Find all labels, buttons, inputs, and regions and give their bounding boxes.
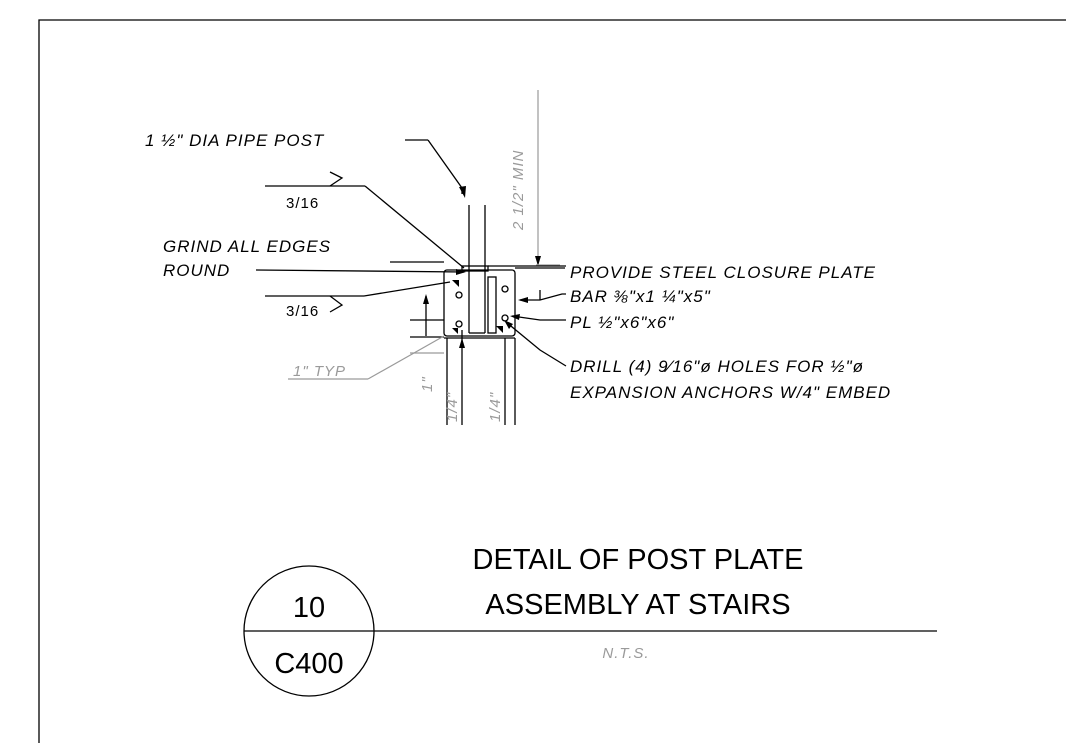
callout-pipe-post: 1 ½" DIA PIPE POST xyxy=(145,131,325,150)
dim-one-inch: 1" xyxy=(419,376,436,392)
sheet-border xyxy=(38,19,1066,743)
dim-min-embed: 2 1/2" MIN xyxy=(510,150,527,231)
detail-number: 10 xyxy=(293,592,325,624)
anchor-hole xyxy=(455,320,463,328)
detail-title-block: 10 C400 DETAIL OF POST PLATE ASSEMBLY AT… xyxy=(243,544,937,697)
callout-bar: BAR ⅜"x1 ¼"x5" xyxy=(570,287,711,306)
callout-weld-top: 3/16 xyxy=(286,195,319,212)
base-plate xyxy=(443,269,516,337)
callout-drill-line1: DRILL (4) 9⁄16"ø HOLES FOR ½"ø xyxy=(570,357,864,376)
closure-plate xyxy=(461,265,489,272)
anchor-hole xyxy=(501,314,509,322)
anchor-hole xyxy=(501,285,509,293)
callouts: 1 ½" DIA PIPE POST 3/16 GRIND ALL EDGES … xyxy=(145,131,891,402)
dim-typ: 1" TYP xyxy=(293,363,346,380)
dim-quarter-left: 1/4" xyxy=(444,392,461,422)
callout-closure-plate: PROVIDE STEEL CLOSURE PLATE xyxy=(570,263,876,282)
anchor-hole xyxy=(455,291,463,299)
dimension-lines: 2 1/2" MIN 1" 1" TYP 1/4" 1/4" xyxy=(288,90,565,425)
callout-drill-line2: EXPANSION ANCHORS W/4" EMBED xyxy=(570,383,891,402)
callout-weld-bottom: 3/16 xyxy=(286,303,319,320)
scale-label: N.T.S. xyxy=(602,645,649,662)
dim-quarter-right: 1/4" xyxy=(487,392,504,422)
bar xyxy=(487,276,497,334)
title-line2: ASSEMBLY AT STAIRS xyxy=(485,589,790,621)
callout-grind-line1: GRIND ALL EDGES xyxy=(163,237,331,256)
callout-grind-line2: ROUND xyxy=(163,261,230,280)
callout-plate: PL ½"x6"x6" xyxy=(570,313,674,332)
post-plate-assembly xyxy=(443,205,516,339)
title-line1: DETAIL OF POST PLATE xyxy=(473,544,804,576)
sheet-number: C400 xyxy=(274,648,343,680)
